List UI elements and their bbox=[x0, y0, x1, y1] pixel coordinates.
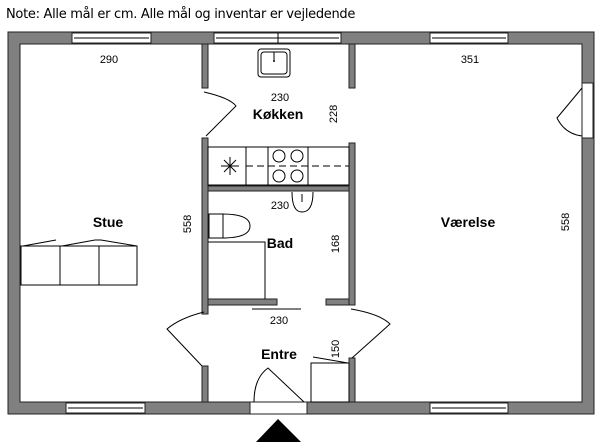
kitchen-height: 228 bbox=[328, 105, 340, 123]
windows bbox=[65, 32, 594, 414]
washbasin-icon bbox=[291, 191, 314, 213]
fan-icon bbox=[221, 157, 239, 175]
bad-height: 168 bbox=[330, 235, 342, 253]
vaerelse-label: Værelse bbox=[441, 214, 496, 230]
stue-door-swing bbox=[166, 311, 205, 367]
entrance-door-frame bbox=[249, 401, 308, 415]
outer-walls bbox=[7, 31, 595, 415]
kitchen-label: Køkken bbox=[253, 106, 304, 122]
shower-partition bbox=[208, 241, 266, 299]
entrance-arrow-icon bbox=[256, 419, 301, 442]
side-door-frame bbox=[581, 82, 594, 139]
plan-note: Note: Alle mål er cm. Alle mål og invent… bbox=[6, 7, 356, 22]
vaerelse-height: 558 bbox=[560, 213, 572, 231]
bad-width: 230 bbox=[271, 200, 289, 212]
stue-height: 558 bbox=[182, 215, 194, 233]
stue-label: Stue bbox=[93, 214, 124, 230]
kitchen-sink-icon bbox=[257, 48, 291, 78]
hob-icon bbox=[272, 149, 304, 183]
kitchen-counter bbox=[207, 146, 350, 186]
toilet-icon bbox=[208, 213, 251, 239]
side-door-swing bbox=[556, 87, 583, 137]
kitchen-width: 230 bbox=[271, 92, 289, 104]
entre-label: Entre bbox=[261, 346, 297, 362]
entre-cabinet bbox=[310, 362, 350, 403]
entre-height: 150 bbox=[330, 340, 342, 358]
entre-width: 230 bbox=[270, 315, 288, 327]
vaerelse-width: 351 bbox=[461, 54, 479, 66]
interior-walls bbox=[201, 43, 356, 415]
vaerelse-door-swing bbox=[350, 308, 391, 359]
stue-width: 290 bbox=[100, 54, 118, 66]
bad-label: Bad bbox=[267, 235, 293, 251]
entrance-door-swing bbox=[253, 367, 305, 403]
kitchen-door-swing bbox=[203, 91, 237, 137]
sofa-icon bbox=[20, 239, 138, 286]
